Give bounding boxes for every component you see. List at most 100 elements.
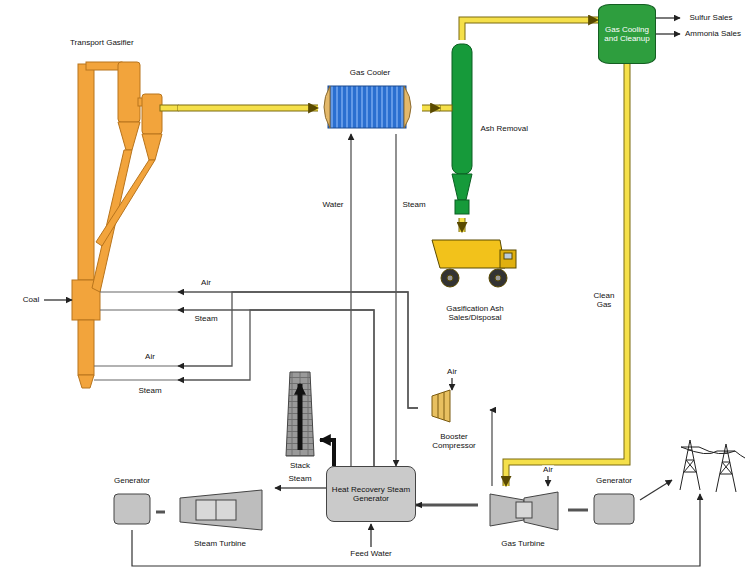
flow-label: Air [144,352,156,361]
component-label: Stack [290,461,310,470]
dump-truck-drawing [495,275,501,281]
thin-connector [178,292,418,408]
flow-label: Steam [193,314,218,323]
stack-drawing [286,372,314,456]
dump-truck-drawing [432,240,516,287]
power-line [640,480,672,500]
generator: Generator [108,476,156,530]
stream-label: Sulfur Sales [688,13,733,22]
ash-removal: Ash Removal [440,40,530,218]
gas-cooler-drawing [324,86,330,128]
sales-arrows [656,18,680,34]
gasifier-drawing [78,64,94,280]
dump-truck-drawing [489,269,507,287]
gas-cooler-drawing [324,86,411,128]
gas-turbine-drawing [490,492,558,530]
component-label: Ash Removal [480,124,528,133]
shaft-line [568,509,588,512]
component-label: Gas Cooler [350,68,390,77]
gasifier-feed-stubs [100,309,178,310]
gasifier-feed-stubs [100,291,178,292]
pipe-line [422,106,440,111]
stack: Stack [280,368,320,470]
pipe-connector [462,218,463,232]
thin-connector [490,410,492,486]
stream-label: Air [446,367,458,376]
shaft-line [416,504,478,507]
flow-label: Steam [137,386,162,395]
stream-label: Coal [22,295,40,304]
flow-label: Water [321,200,344,209]
stack-drawing [298,384,303,450]
transmission-towers [716,444,736,492]
thin-connector [351,134,352,466]
ash-truck: Gasification Ash Sales/Disposal [420,232,530,322]
gasifier-drawing [96,160,155,246]
booster-compressor-drawing [432,390,450,422]
thin-line [395,134,396,466]
pipe-connector [422,108,440,109]
coal-arrow [44,299,72,300]
gas-cooler-drawing [404,86,411,128]
gas-cooler: Gas Cooler [318,68,422,134]
gasifier-drawing [78,375,94,388]
ash-removal-drawing [452,44,472,214]
component-label: Gas Cooling and Cleanup [601,25,653,43]
gasifier-feed-stubs [94,292,178,380]
component-label: Steam Turbine [194,539,246,548]
shaft-connector [416,505,478,506]
gasifier-drawing [78,320,94,375]
pipe-outline [459,218,466,232]
steam-turbine-drawing [180,490,262,530]
transmission-towers [680,440,745,492]
ash-removal-drawing [455,200,469,214]
gas-turbine-drawing [516,502,532,518]
thin-connector [178,310,374,466]
thin-connector [275,488,326,489]
thin-connector [178,310,374,466]
steam-turbine-drawing [196,500,236,520]
thin-line [178,292,418,408]
air-inlet-arrow [547,476,548,486]
booster-compressor-drawing [444,392,445,420]
flow-label: Steam [401,200,426,209]
air-inlet-arrow [451,378,452,390]
component-label: Gas Turbine [501,539,545,548]
steam-turbine-drawing [216,500,217,520]
transmission-towers [681,447,745,458]
booster-compressor-drawing [438,394,439,418]
steam-turbine: Steam Turbine [165,480,275,548]
ash-removal-drawing [452,174,472,200]
black-connector [320,440,334,466]
sales-arrows [656,33,680,34]
gasifier-drawing [118,122,140,150]
pipe-outline [422,105,440,112]
cleanup-vessel: Gas Cooling and Cleanup [598,4,656,64]
pipe-line [178,106,318,111]
gasifier-drawing [72,62,162,388]
gasifier: Transport Gasifier [62,36,178,392]
hrsg-box: Heat Recovery Steam Generator [326,466,416,522]
pipe-line [460,218,465,232]
booster-compressor: Booster Compressor [418,388,490,450]
dump-truck-drawing [504,253,512,259]
component-label: Heat Recovery Steam Generator [330,485,412,503]
gas-cooler-drawing [328,86,406,128]
thin-connector [178,292,418,408]
thin-line [178,310,374,466]
pipe-outline [178,105,318,112]
generator-drawing [114,494,150,524]
dump-truck-drawing [500,250,516,268]
dump-truck-drawing [441,269,459,287]
flow-label: Clean Gas [590,291,618,309]
feed-water-arrow [370,524,371,547]
shaft-line [156,511,165,514]
gasifier-drawing [142,134,162,160]
stream-label: Air [542,465,554,474]
thin-line [178,292,418,408]
gasifier-feed-stubs [94,379,178,380]
component-label: Gasification Ash Sales/Disposal [423,304,527,322]
thin-connector [396,134,397,466]
gasifier-feed-stubs [94,365,178,366]
